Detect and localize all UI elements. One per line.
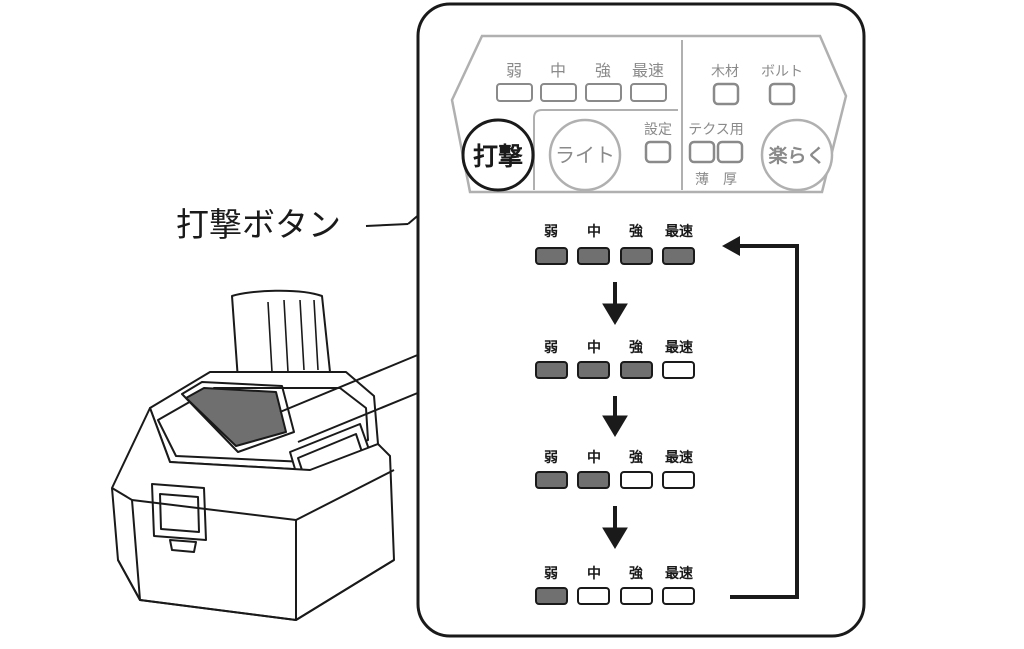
- battery-illustration: [111, 289, 395, 621]
- sequence-step-2: 弱 中 強 最速: [535, 339, 695, 379]
- step2-label-weak: 弱: [544, 340, 558, 356]
- panel-lamp-medium: [540, 83, 577, 102]
- step3-lamp-medium: [577, 471, 610, 489]
- tex-thick-label: 厚: [723, 172, 737, 188]
- panel-lamp-weak: [496, 83, 533, 102]
- light-button-label: ライト: [555, 143, 615, 167]
- tex-thin-button[interactable]: [688, 140, 716, 164]
- setting-button[interactable]: [644, 140, 672, 164]
- step3-label-max: 最速: [665, 449, 693, 466]
- step2-lamp-max: [662, 361, 695, 379]
- impact-button-label: 打撃: [473, 142, 523, 171]
- step2-label-medium: 中: [587, 339, 601, 356]
- light-button[interactable]: [548, 118, 622, 192]
- step4-label-weak: 弱: [544, 566, 558, 582]
- tex-thin-label: 薄: [695, 172, 709, 188]
- step2-label-strong: 強: [629, 339, 643, 356]
- step1-lamp-strong: [620, 247, 653, 265]
- raku-mode-button[interactable]: [760, 118, 834, 192]
- return-loop-arrow-icon: [722, 236, 799, 599]
- step1-label-max: 最速: [665, 223, 693, 240]
- step1-label-weak: 弱: [544, 224, 558, 240]
- tex-mode-label: テクス用: [688, 122, 744, 138]
- step1-label-medium: 中: [587, 223, 601, 240]
- step1-lamp-max: [662, 247, 695, 265]
- step4-lamp-weak: [535, 587, 568, 605]
- step2-lamp-strong: [620, 361, 653, 379]
- wood-mode-label: 木材: [711, 64, 739, 80]
- control-panel: 弱 中 強 最速 打撃 ライト 設定 木材 ボルト テクス用 薄 厚 楽らく: [450, 34, 848, 194]
- step1-lamp-medium: [577, 247, 610, 265]
- step1-lamp-weak: [535, 247, 568, 265]
- impact-button[interactable]: [461, 118, 535, 192]
- step4-lamp-max: [662, 587, 695, 605]
- step3-label-medium: 中: [587, 449, 601, 466]
- sequence-step-3: 弱 中 強 最速: [535, 449, 695, 489]
- step3-label-weak: 弱: [544, 450, 558, 466]
- sequence-step-4: 弱 中 強 最速: [535, 565, 695, 605]
- down-arrow-icon: [602, 506, 628, 549]
- step4-label-max: 最速: [665, 565, 693, 582]
- tex-thick-button[interactable]: [716, 140, 744, 164]
- step2-lamp-weak: [535, 361, 568, 379]
- panel-speed-label-medium: 中: [550, 61, 566, 80]
- bolt-mode-label: ボルト: [761, 64, 803, 80]
- speed-sequence: 弱 中 強 最速 弱 中 強 最速 弱 中 強 最速: [535, 223, 799, 605]
- down-arrow-icon: [602, 282, 628, 325]
- panel-lamp-strong: [585, 83, 622, 102]
- step4-label-strong: 強: [629, 565, 643, 582]
- sequence-step-1: 弱 中 強 最速: [535, 223, 695, 265]
- panel-speed-label-strong: 強: [595, 61, 611, 80]
- step3-label-strong: 強: [629, 449, 643, 466]
- panel-lamp-max: [630, 83, 667, 102]
- step2-label-max: 最速: [665, 339, 693, 356]
- step1-label-strong: 強: [629, 223, 643, 240]
- step4-lamp-strong: [620, 587, 653, 605]
- sequence-down-arrows: [602, 282, 628, 549]
- step2-lamp-medium: [577, 361, 610, 379]
- bolt-mode-button[interactable]: [768, 82, 796, 106]
- wood-mode-button[interactable]: [712, 82, 740, 106]
- step3-lamp-strong: [620, 471, 653, 489]
- setting-label: 設定: [644, 122, 672, 138]
- step3-lamp-weak: [535, 471, 568, 489]
- step4-label-medium: 中: [587, 565, 601, 582]
- down-arrow-icon: [602, 396, 628, 437]
- panel-speed-label-weak: 弱: [506, 61, 522, 80]
- step3-lamp-max: [662, 471, 695, 489]
- raku-mode-label: 楽らく: [768, 144, 825, 167]
- panel-speed-label-max: 最速: [632, 61, 664, 80]
- step4-lamp-medium: [577, 587, 610, 605]
- impact-button-callout-label: 打撃ボタン: [176, 205, 341, 244]
